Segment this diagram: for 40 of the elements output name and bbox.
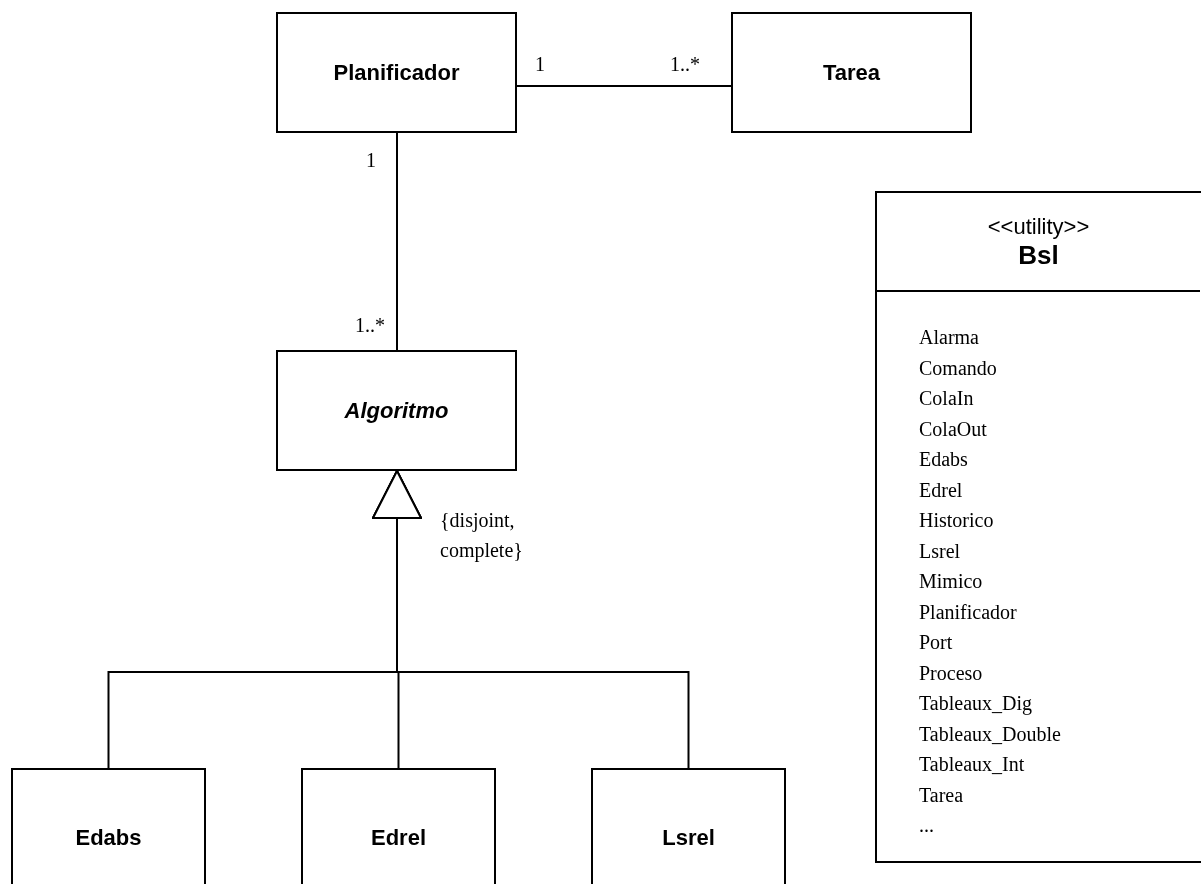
- class-box: [276, 350, 517, 471]
- class-name: Lsrel: [662, 825, 715, 851]
- class-member: ...: [919, 813, 935, 838]
- class-member: Mimico: [919, 569, 984, 594]
- class-box: [11, 768, 206, 884]
- generalization-arrow: [372, 470, 690, 769]
- class-name: Edabs: [75, 825, 142, 851]
- multiplicity-label: 1..*: [670, 52, 701, 77]
- class-member: Tarea: [919, 782, 965, 808]
- constraint-label: {disjoint, complete}: [440, 508, 524, 564]
- association-line: [516, 85, 732, 87]
- class-member: ColaOut: [919, 416, 988, 442]
- class-name: Bsl: [1018, 239, 1059, 270]
- class-member: Edabs: [919, 447, 969, 472]
- utility-class-box: [875, 191, 1201, 863]
- class-member: Planificador: [919, 599, 1018, 625]
- class-name: Edrel: [371, 825, 426, 851]
- class-name: Planificador: [333, 59, 460, 86]
- class-member: Proceso: [919, 660, 984, 686]
- class-member: Comando: [919, 355, 998, 381]
- stereotype: <<utility>>: [987, 213, 1090, 240]
- class-member: Tableaux_Dig: [919, 691, 1033, 717]
- class-box: [301, 768, 496, 884]
- multiplicity-label: 1: [535, 52, 546, 77]
- multiplicity-label: 1..*: [355, 313, 386, 338]
- class-member: ColaIn: [919, 386, 975, 411]
- class-box: [276, 12, 517, 133]
- class-member: Edrel: [919, 477, 964, 503]
- class-member: Tableaux_Int: [919, 752, 1026, 777]
- association-line: [396, 132, 398, 351]
- multiplicity-label: 1: [366, 148, 377, 173]
- class-member: Port: [919, 630, 954, 655]
- class-member: Tableaux_Double: [919, 721, 1061, 747]
- class-member: Alarma: [919, 325, 980, 350]
- class-box: [731, 12, 972, 133]
- class-member: Lsrel: [919, 538, 962, 564]
- class-box: [591, 768, 786, 884]
- class-member: Historico: [919, 508, 995, 533]
- class-name: Algoritmo: [344, 397, 449, 424]
- class-name: Tarea: [822, 59, 881, 86]
